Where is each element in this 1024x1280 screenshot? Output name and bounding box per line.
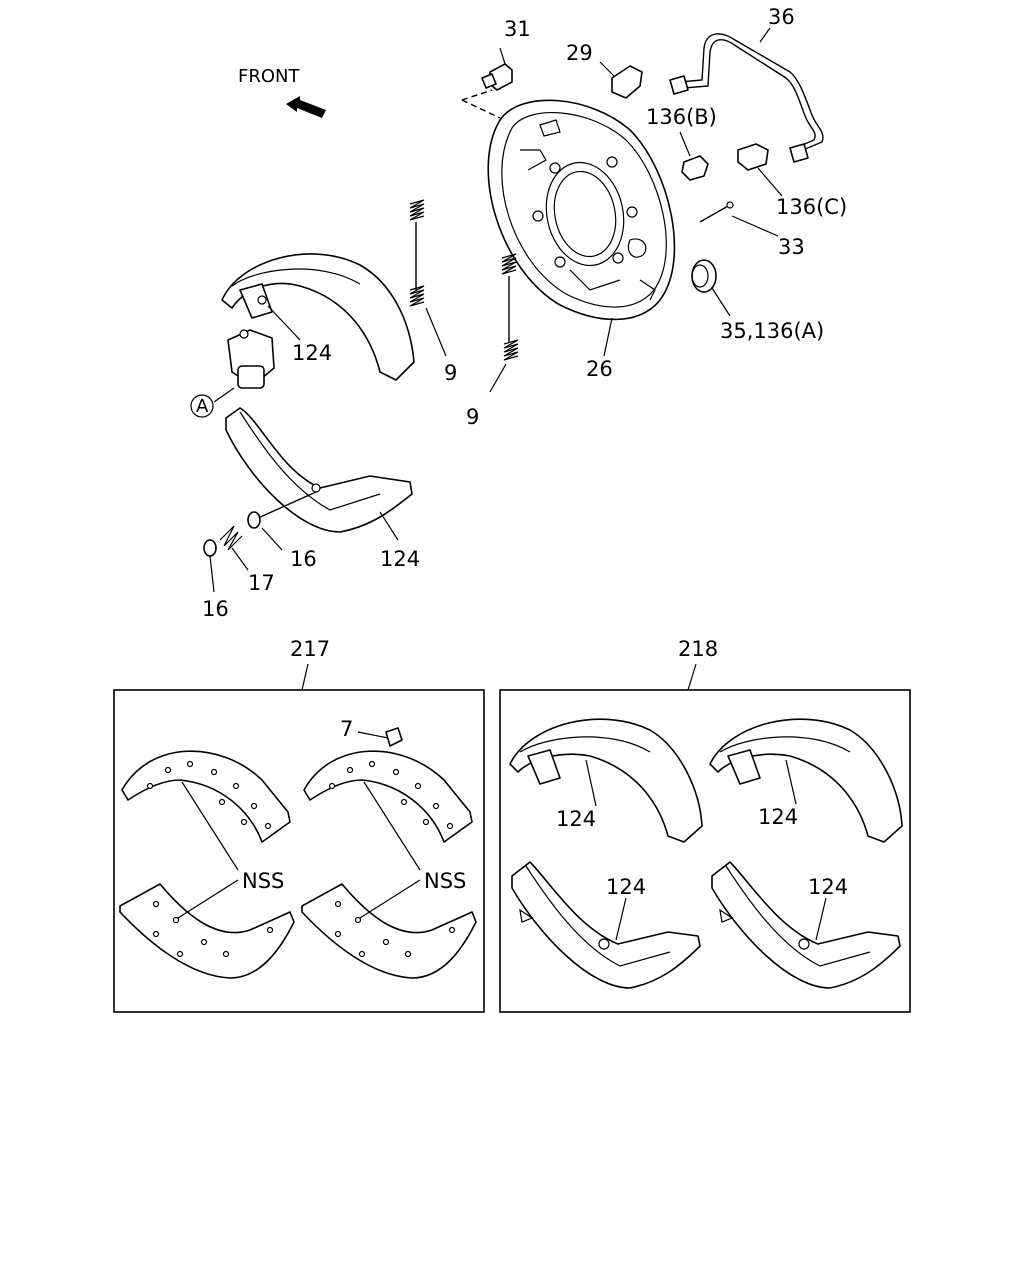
label-124-upper: 124 [292,341,332,365]
label-33: 33 [778,235,805,259]
callout-a-circle [190,394,214,418]
label-nss-left: NSS [242,869,284,893]
kit-218-box [499,689,911,1013]
label-35-136a: 35,136(A) [720,319,824,343]
brake-pipe-36 [669,27,824,163]
label-136b: 136(B) [646,105,717,129]
spring-upper-9 [409,199,447,357]
front-label: FRONT [238,66,300,87]
clip-136c [737,143,783,197]
brake-shoe-upper [221,253,415,381]
label-124-kit-b: 124 [758,805,798,829]
kit-217-box [113,689,485,1013]
front-arrow-icon [286,96,326,118]
kit-218: 218 124 124 124 124 [499,637,911,1013]
label-124-kit-c: 124 [606,875,646,899]
label-17: 17 [248,571,275,595]
spring-lower-9 [489,253,519,393]
label-9-lower: 9 [466,405,479,429]
label-7: 7 [340,717,353,741]
callout-a: A [196,396,209,417]
label-16-left: 16 [202,597,229,621]
backing-plate [487,99,676,321]
wheel-cylinder: A [190,329,275,418]
label-9-upper: 9 [444,361,457,385]
label-26: 26 [586,357,613,381]
bolt-31 [461,47,513,119]
label-124-kit-a: 124 [556,807,596,831]
label-136c: 136(C) [776,195,847,219]
clip-136b [679,131,709,181]
label-16-right: 16 [290,547,317,571]
label-217: 217 [290,637,330,661]
label-124-kit-d: 124 [808,875,848,899]
plug-35 [691,259,731,317]
label-31: 31 [504,17,531,41]
pin-33 [699,201,779,237]
label-nss-right: NSS [424,869,466,893]
front-indicator: FRONT [238,66,326,118]
label-29: 29 [566,41,593,65]
retainer-assembly [203,491,317,593]
label-36: 36 [768,5,795,29]
bracket-29 [599,61,643,99]
label-124-lower: 124 [380,547,420,571]
kit-217: 217 NSS 7 [113,637,485,1013]
label-218: 218 [678,637,718,661]
